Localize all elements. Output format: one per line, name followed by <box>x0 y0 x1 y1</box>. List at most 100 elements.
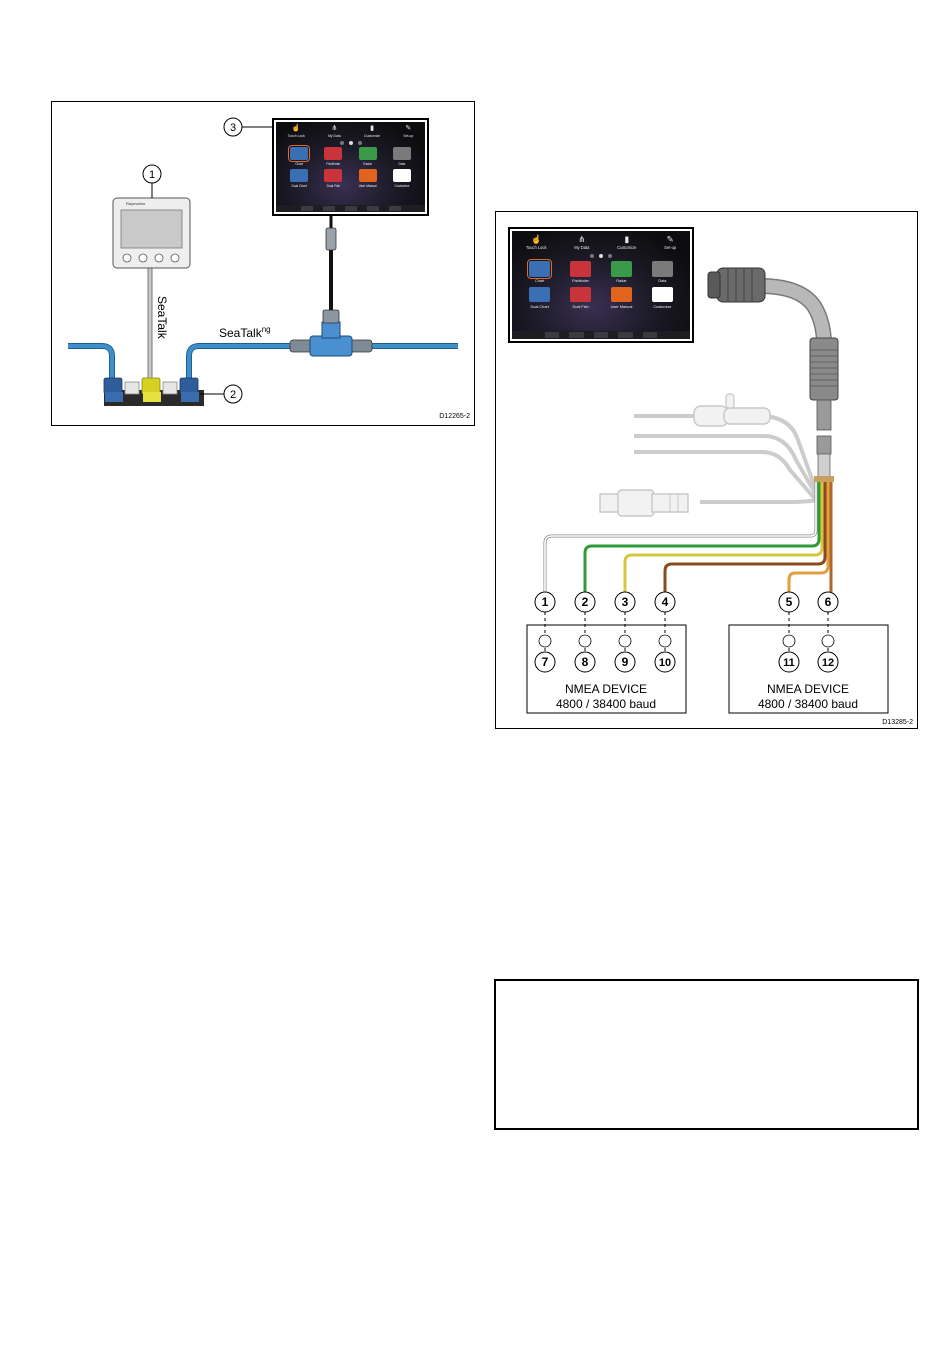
mfd-top-item-label: My Data <box>574 244 590 250</box>
mfd-top-item-touch-lock[interactable]: ☝Touch Lock <box>526 234 547 250</box>
terminal-number-circle-10 <box>654 651 676 673</box>
display-spur-cable <box>325 216 337 310</box>
wire-number-circle-3 <box>614 591 636 613</box>
mfd-app-tile <box>526 258 554 280</box>
mfd-app-radar[interactable]: Radar <box>351 147 385 166</box>
seatalkng-backbone-left <box>68 343 115 388</box>
nmea-device-1-title: NMEA DEVICE <box>565 682 647 696</box>
mfd-app-tile <box>290 169 309 182</box>
mfd-top-item-my-data[interactable]: ⋔My Data <box>574 234 590 250</box>
terminal-number-8: 8 <box>582 655 589 669</box>
mfd-app-dual-chart[interactable]: Dual Chart <box>519 286 560 309</box>
wire-number-6: 6 <box>825 595 832 609</box>
wire-green <box>583 480 821 592</box>
mfd-shortcut-button[interactable] <box>569 331 584 338</box>
mfd-bottom-bar <box>276 205 425 212</box>
wire-number-3: 3 <box>622 595 629 609</box>
mfd-app-radar[interactable]: Radar <box>601 261 642 283</box>
seatalkng-cable-right <box>186 343 458 390</box>
mfd-app-label: Customize <box>394 184 410 188</box>
network-icon: ⋔ <box>331 125 338 132</box>
terminal-number-9: 9 <box>622 655 629 669</box>
mfd-app-data[interactable]: Data <box>642 261 683 283</box>
seatalkng-t-piece <box>289 309 373 357</box>
instrument-display <box>112 197 191 269</box>
terminal-number-7: 7 <box>542 655 549 669</box>
mfd-app-fishfinder[interactable]: Fishfinder <box>316 147 350 166</box>
wrench-icon: ✎ <box>405 125 412 132</box>
mfd-top-item-label: Customize <box>364 133 381 138</box>
terminal-number-circle-8 <box>574 651 596 673</box>
mfd-app-tile <box>610 286 633 303</box>
unused-wires <box>634 414 820 504</box>
wire-white <box>543 480 818 592</box>
mfd-app-tile <box>569 261 592 277</box>
mfd-top-item-touch-lock[interactable]: ☝Touch Lock <box>288 125 305 138</box>
mfd-app-tile <box>287 144 311 163</box>
mfd-top-item-label: My Data <box>328 133 341 138</box>
mfd-top-item-customize[interactable]: ▮Customize <box>364 125 380 138</box>
wire-yellow <box>623 480 824 592</box>
mfd-app-customize[interactable]: Customize <box>642 286 683 309</box>
mfd-shortcut-button[interactable] <box>366 206 379 211</box>
mfd-top-item-set-up[interactable]: ✎Set-up <box>664 234 677 250</box>
battery-icon: ▮ <box>624 233 630 244</box>
mfd-app-label: User Manual <box>610 304 633 309</box>
bnc-connector <box>599 489 689 517</box>
mfd-shortcut-button[interactable] <box>388 206 401 211</box>
battery-icon: ▮ <box>370 125 374 132</box>
mfd-shortcut-button[interactable] <box>300 206 313 211</box>
mfd-app-dual-chart[interactable]: Dual Chart <box>282 169 316 188</box>
diagram2-ref: D13285-2 <box>882 719 913 726</box>
mfd-app-customize[interactable]: Customize <box>385 169 419 188</box>
mfd-top-item-label: Customize <box>617 244 637 250</box>
wire-number-circle-4 <box>654 591 676 613</box>
mfd-shortcut-button[interactable] <box>344 206 357 211</box>
hand-icon: ☝ <box>291 125 301 132</box>
mfd-app-tile <box>392 147 411 160</box>
wire-brown <box>663 480 827 592</box>
mfd-app-chart[interactable]: Chart <box>282 144 316 166</box>
power-data-cable <box>759 278 839 479</box>
mfd-app-chart[interactable]: Chart <box>519 258 560 283</box>
mfd-shortcut-button[interactable] <box>618 331 633 338</box>
mfd-shortcut-button[interactable] <box>642 331 657 338</box>
mfd-app-data[interactable]: Data <box>385 147 419 166</box>
note-box <box>494 979 919 1130</box>
nmea-device-2-baud: 4800 / 38400 baud <box>758 697 858 711</box>
terminal-dot-9 <box>618 634 632 648</box>
wire-number-4: 4 <box>662 595 669 609</box>
mfd-app-tile <box>651 261 674 277</box>
mfd-app-dual-fish[interactable]: Dual Fish <box>316 169 350 188</box>
mfd-app-label: Data <box>398 162 406 166</box>
svg-text:3: 3 <box>230 122 236 134</box>
mfd-app-fishfinder[interactable]: Fishfinder <box>560 261 601 283</box>
mfd-app-user-manual[interactable]: User Manual <box>601 286 642 309</box>
terminal-number-12: 12 <box>822 657 834 669</box>
mfd-top-item-label: Set-up <box>664 244 677 250</box>
mfd-top-item-customize[interactable]: ▮Customize <box>617 233 637 250</box>
nmea-device-2-box <box>728 624 889 714</box>
seatalkng-label: SeaTalkng <box>219 325 271 340</box>
svg-text:1: 1 <box>149 169 155 181</box>
terminal-number-circle-9 <box>614 651 636 673</box>
terminal-number-circle-11 <box>778 651 800 673</box>
mfd-shortcut-button[interactable] <box>322 206 335 211</box>
mfd-shortcut-button[interactable] <box>593 331 609 338</box>
mfd-app-dual-fish[interactable]: Dual Fish <box>560 286 601 309</box>
mfd-top-item-set-up[interactable]: ✎Set-up <box>403 125 413 138</box>
mfd-top-item-my-data[interactable]: ⋔My Data <box>328 125 341 138</box>
wire-number-circle-5 <box>778 591 800 613</box>
terminal-number-11: 11 <box>783 657 795 669</box>
mfd-top-item-label: Touch Lock <box>287 133 305 138</box>
mfd-app-tile <box>610 261 633 277</box>
mfd-shortcut-button[interactable] <box>545 331 560 338</box>
terminal-dot-7 <box>538 634 552 648</box>
mfd-app-user-manual[interactable]: User Manual <box>351 169 385 188</box>
mfd-page-dots <box>276 141 425 145</box>
mfd-app-tile <box>528 286 551 303</box>
